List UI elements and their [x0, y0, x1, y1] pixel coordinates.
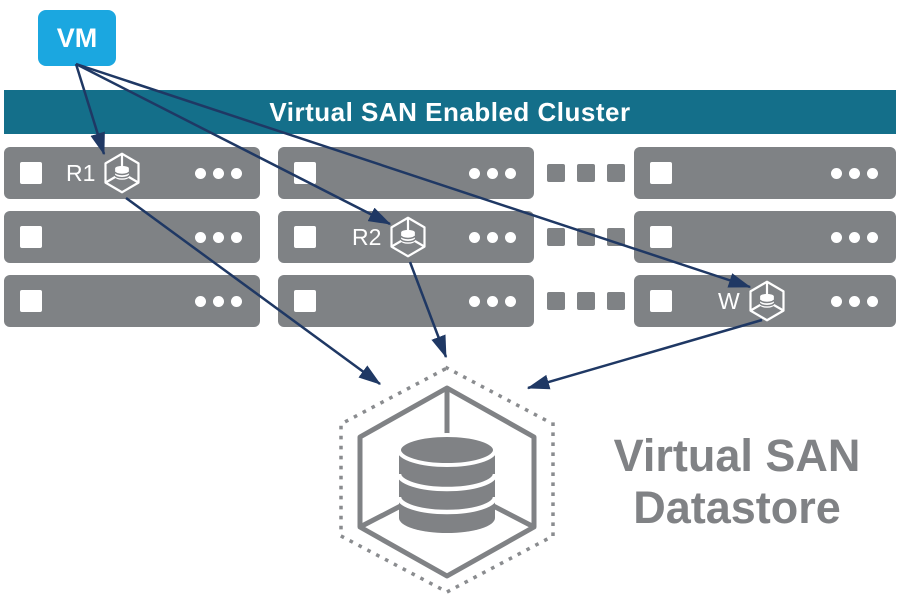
dot: [867, 167, 878, 179]
dot: [469, 295, 480, 307]
server-host-r1c2: [278, 147, 534, 199]
object-cube-icon: [104, 152, 141, 194]
dot: [849, 231, 860, 243]
dot: [487, 295, 498, 307]
server-host-r2c2: R2: [278, 211, 534, 263]
server-activity-dots: [831, 275, 878, 327]
server-host-r1c1: R1: [4, 147, 260, 199]
object-cube-icon: [390, 216, 427, 258]
dot: [505, 167, 516, 179]
dot: [195, 231, 206, 243]
server-square-icon: [650, 290, 672, 312]
server-square-icon: [650, 226, 672, 248]
host-ellipsis-square: [607, 292, 625, 310]
server-activity-dots: [195, 275, 242, 327]
arrow-w-to-datastore: [526, 318, 763, 390]
dot: [213, 231, 224, 243]
datastore-database-icon: [396, 433, 498, 533]
server-host-r3c2: [278, 275, 534, 327]
server-host-r2c3: [634, 211, 896, 263]
witness-label: W: [718, 287, 740, 314]
dot: [849, 167, 860, 179]
datastore-label: Virtual SAN Datastore: [592, 430, 882, 534]
dot: [867, 295, 878, 307]
server-square-icon: [294, 290, 316, 312]
object-cube-icon: [749, 280, 785, 322]
host-ellipsis-square: [547, 228, 565, 246]
dot: [213, 295, 224, 307]
server-square-icon: [650, 162, 672, 184]
server-square-icon: [20, 162, 42, 184]
server-host-r3c3: W: [634, 275, 896, 327]
host-ellipsis-square: [547, 292, 565, 310]
dot: [831, 167, 842, 179]
server-host-r3c1: [4, 275, 260, 327]
replica-badge-r2: R2: [352, 214, 430, 260]
dot: [231, 295, 242, 307]
vm-label: VM: [56, 22, 98, 53]
database-icon: [759, 293, 774, 308]
replica-label: R1: [66, 159, 96, 186]
dot: [231, 167, 242, 179]
server-square-icon: [294, 162, 316, 184]
server-host-r1c3: [634, 147, 896, 199]
host-ellipsis-square: [547, 164, 565, 182]
dot: [195, 167, 206, 179]
dot: [469, 231, 480, 243]
host-ellipsis-square: [607, 228, 625, 246]
dot: [487, 167, 498, 179]
host-ellipsis-square: [577, 292, 595, 310]
dot: [231, 231, 242, 243]
server-square-icon: [294, 226, 316, 248]
dot: [831, 231, 842, 243]
dot: [849, 295, 860, 307]
vm-box: VM: [38, 10, 116, 66]
server-activity-dots: [469, 211, 516, 263]
server-activity-dots: [469, 147, 516, 199]
server-square-icon: [20, 290, 42, 312]
datastore-label-line2: Datastore: [633, 481, 841, 533]
server-activity-dots: [195, 147, 242, 199]
datastore-label-line1: Virtual SAN: [613, 430, 861, 481]
dot: [505, 295, 516, 307]
server-activity-dots: [195, 211, 242, 263]
dot: [469, 167, 480, 179]
host-ellipsis-square: [577, 228, 595, 246]
replica-badge-r1: R1: [66, 150, 144, 196]
server-activity-dots: [469, 275, 516, 327]
dot: [867, 231, 878, 243]
cluster-title: Virtual SAN Enabled Cluster: [269, 96, 631, 127]
dot: [213, 167, 224, 179]
arrow-vm-to-r2: [75, 62, 392, 226]
witness-badge-w: W: [718, 278, 789, 324]
cluster-header: Virtual SAN Enabled Cluster: [4, 90, 896, 134]
replica-label: R2: [352, 223, 382, 250]
dot: [195, 295, 206, 307]
server-activity-dots: [831, 147, 878, 199]
server-host-r2c1: [4, 211, 260, 263]
server-square-icon: [20, 226, 42, 248]
datastore-dotted-hexagon: [339, 366, 555, 594]
host-ellipsis-square: [577, 164, 595, 182]
host-ellipsis-square: [607, 164, 625, 182]
dot: [487, 231, 498, 243]
dot: [831, 295, 842, 307]
datastore-cube-icon: [357, 385, 537, 579]
server-activity-dots: [831, 211, 878, 263]
dot: [505, 231, 516, 243]
